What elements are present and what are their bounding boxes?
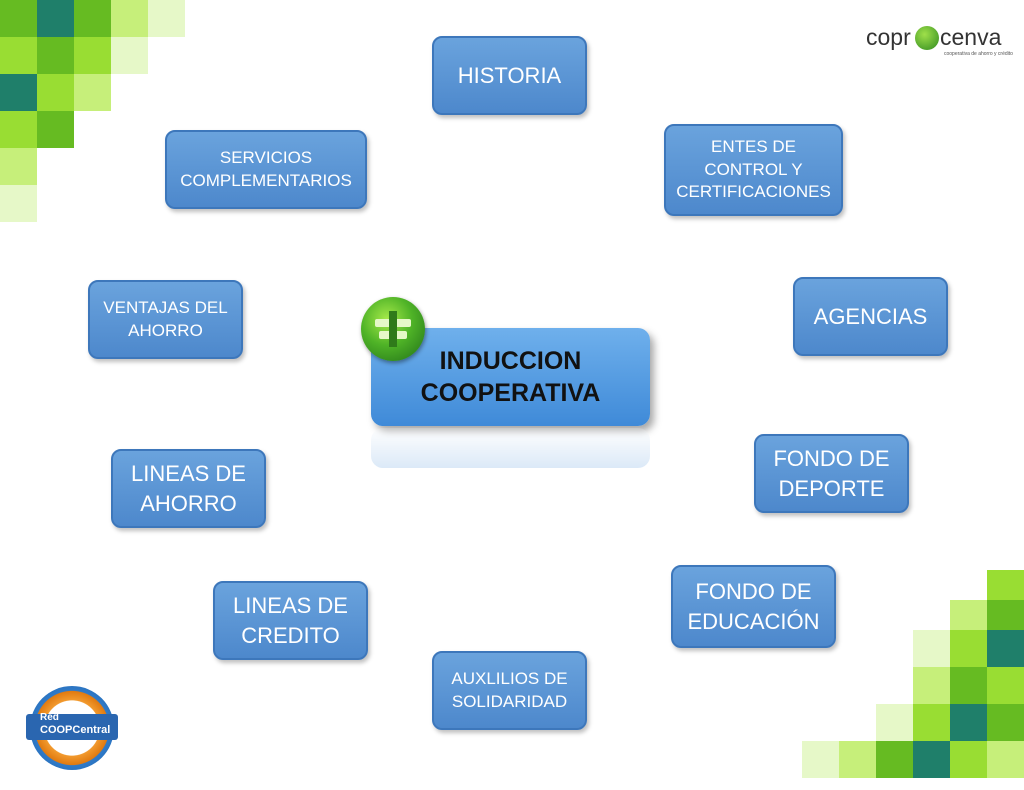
node-historia-label: HISTORIA (457, 62, 562, 88)
node-auxilios-de-solidaridad[interactable]: AUXLILIOS DE SOLIDARIDAD (432, 651, 587, 730)
node-agencias[interactable]: AGENCIAS (793, 277, 948, 356)
brand-tagline: cooperativa de ahorro y crédito (944, 51, 1013, 57)
logo-line1: Red (40, 712, 59, 723)
node-lineas-de-ahorro[interactable]: LINEAS DE AHORRO (111, 449, 266, 528)
brand-left-text: copr (866, 24, 911, 50)
node-ventajas-label: VENTAJAS DEL AHORRO (103, 297, 228, 340)
node-historia[interactable]: HISTORIA (432, 36, 587, 115)
node-auxilios-label: AUXLILIOS DE SOLIDARIDAD (451, 668, 568, 711)
node-fondo-deporte-label: FONDO DE DEPORTE (773, 445, 890, 501)
bottom-right-mosaic (800, 570, 1024, 790)
node-fondo-de-educacion[interactable]: FONDO DE EDUCACIÓN (671, 565, 836, 648)
cooperative-emblem-icon (361, 297, 425, 361)
node-servicios-complementarios[interactable]: SERVICIOS COMPLEMENTARIOS (165, 130, 367, 209)
coprocenva-logo: copr cenva cooperativa de ahorro y crédi… (866, 22, 1016, 58)
top-left-mosaic (0, 0, 190, 230)
node-lineas-credito-label: LINEAS DE CREDITO (233, 592, 348, 648)
node-fondo-de-deporte[interactable]: FONDO DE DEPORTE (754, 434, 909, 513)
logo-banner (26, 714, 118, 740)
brand-right-text: cenva (940, 24, 1002, 50)
node-entes-label: ENTES DE CONTROL Y CERTIFICACIONES (676, 136, 831, 202)
node-fondo-educacion-label: FONDO DE EDUCACIÓN (687, 578, 820, 634)
center-node-label: INDUCCION COOPERATIVA (420, 346, 601, 408)
node-lineas-ahorro-label: LINEAS DE AHORRO (131, 460, 246, 516)
globe-icon (915, 26, 939, 50)
node-lineas-de-credito[interactable]: LINEAS DE CREDITO (213, 581, 368, 660)
node-servicios-label: SERVICIOS COMPLEMENTARIOS (180, 147, 352, 190)
node-entes-de-control[interactable]: ENTES DE CONTROL Y CERTIFICACIONES (664, 124, 843, 216)
red-coopcentral-logo: Red COOPCentral (18, 686, 120, 770)
center-node-reflection (371, 428, 650, 468)
node-ventajas-del-ahorro[interactable]: VENTAJAS DEL AHORRO (88, 280, 243, 359)
logo-line2: COOPCentral (40, 724, 111, 736)
node-agencias-label: AGENCIAS (813, 303, 928, 329)
